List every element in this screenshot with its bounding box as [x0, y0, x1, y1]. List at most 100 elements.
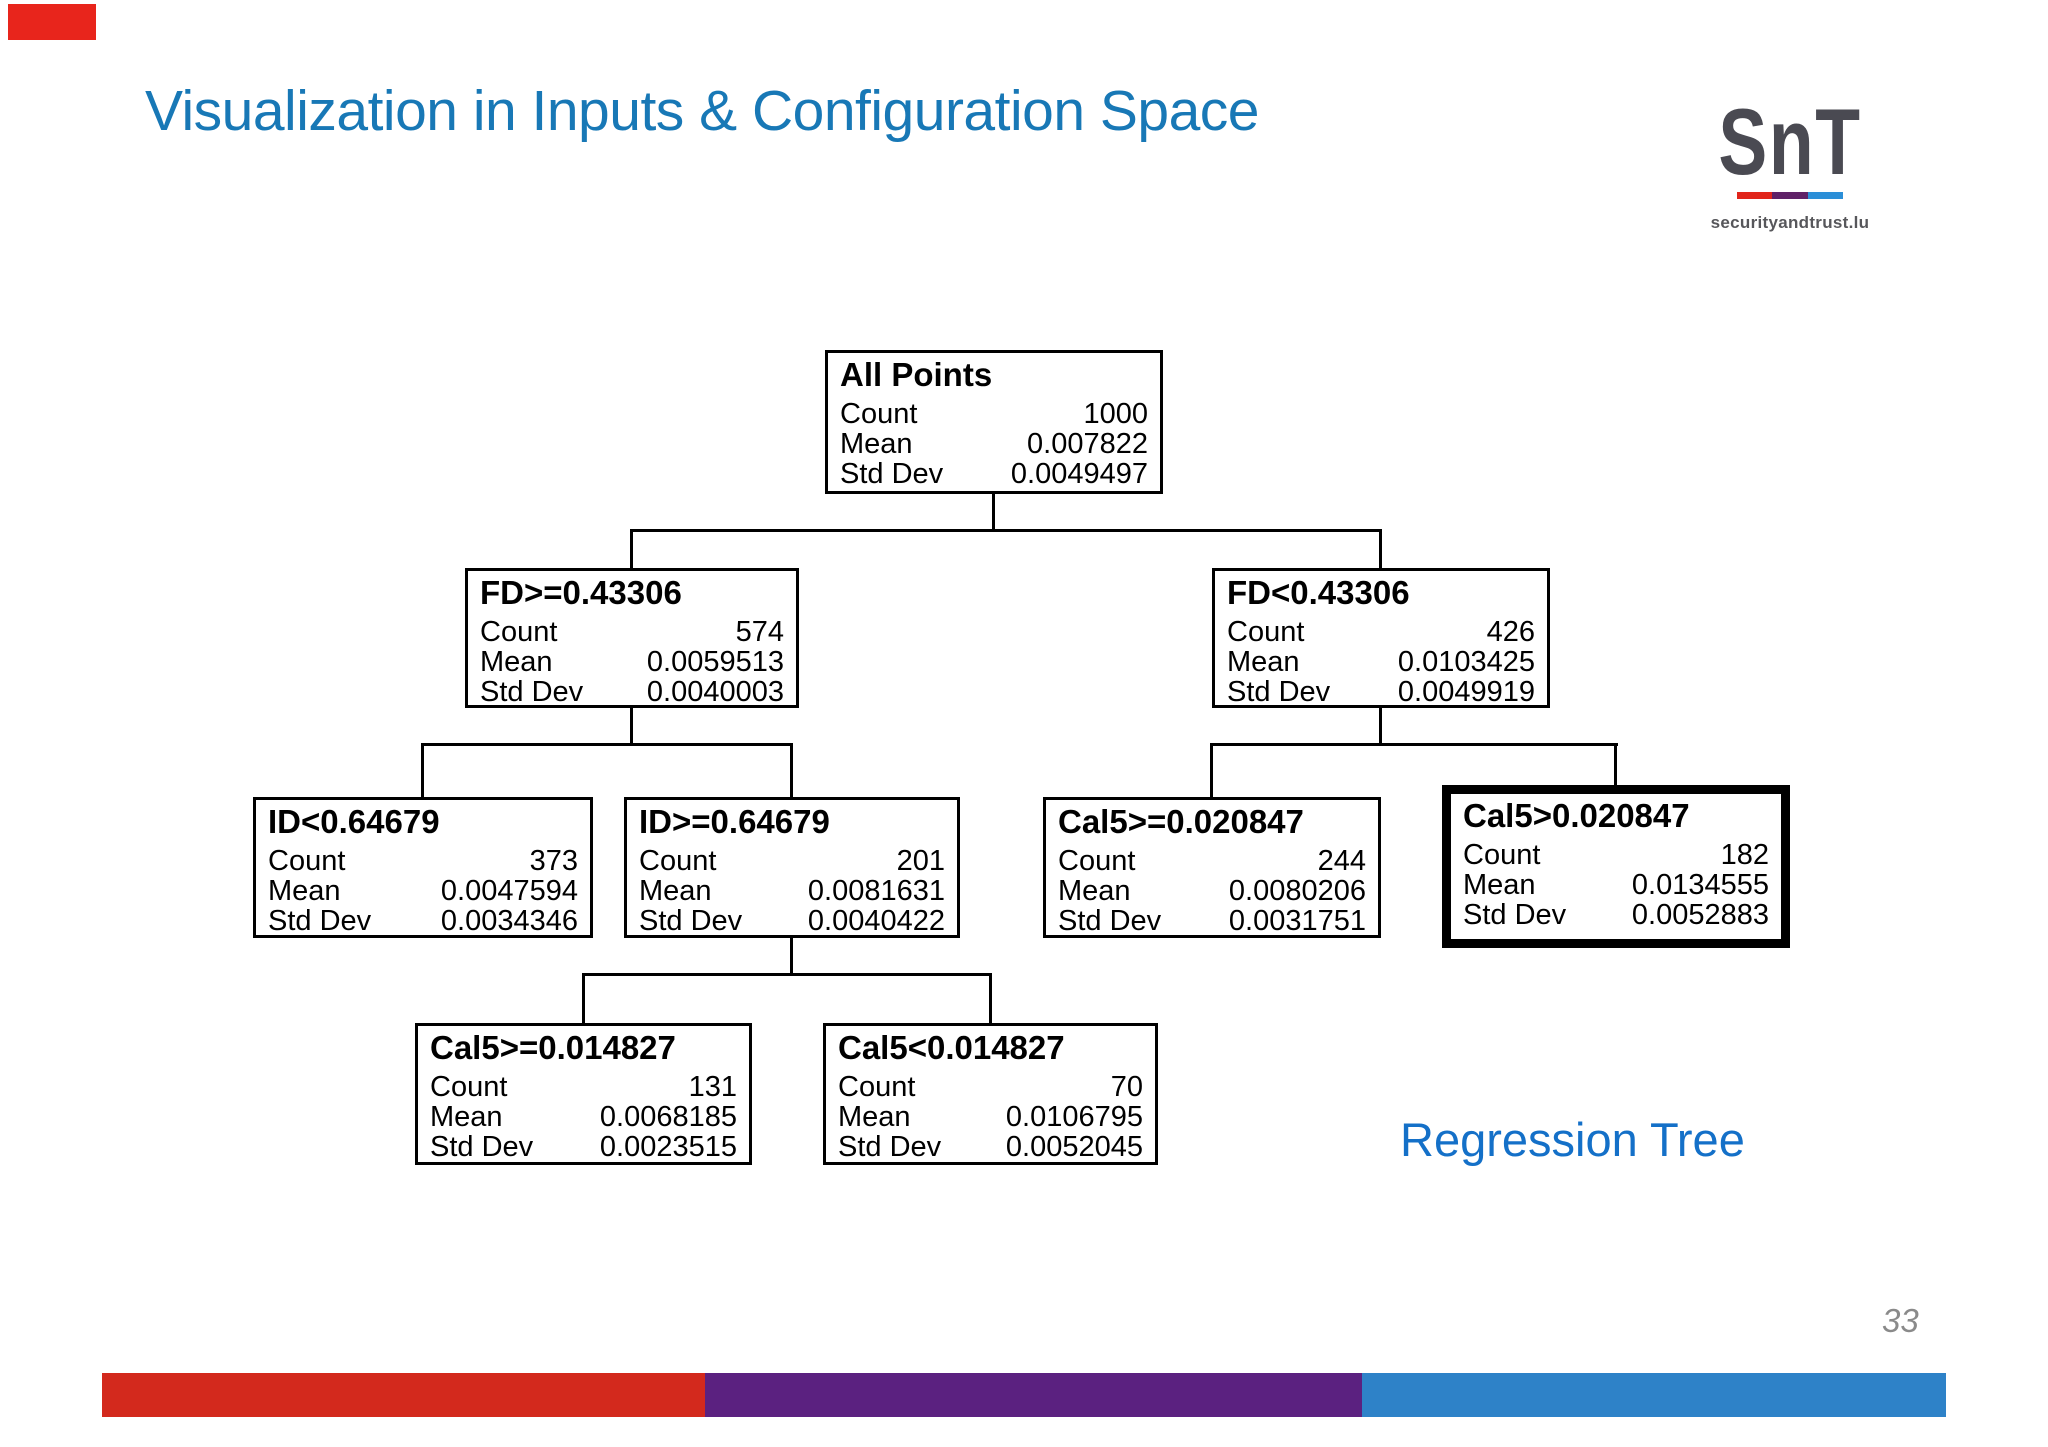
stat-value-count: 70 — [1110, 1071, 1143, 1103]
stat-value-stddev: 0.0023515 — [599, 1131, 737, 1163]
stat-label-count: Count — [268, 845, 346, 877]
connector-line — [630, 529, 633, 569]
tree-node-id-lt: ID<0.64679 Count 373 Mean 0.0047594 Std De… — [253, 797, 593, 938]
footer-red-segment — [102, 1373, 705, 1417]
page-number: 33 — [1882, 1302, 1919, 1339]
stat-value-mean: 0.0059513 — [646, 646, 784, 678]
connector-line — [1614, 743, 1617, 787]
stat-label-mean: Mean — [840, 428, 913, 460]
stat-value-stddev: 0.0052883 — [1631, 899, 1769, 931]
stat-label-mean: Mean — [639, 875, 712, 907]
connector-line — [421, 743, 424, 798]
footer-tricolor-bar — [102, 1373, 1946, 1417]
stat-label-mean: Mean — [1058, 875, 1131, 907]
stat-value-mean: 0.0106795 — [1005, 1101, 1143, 1133]
node-condition-label: Cal5>=0.014827 — [430, 1029, 676, 1066]
tree-node-cal5-ge-020847: Cal5>=0.020847 Count 244 Mean 0.0080206 St… — [1043, 797, 1381, 938]
connector-line — [992, 492, 995, 530]
tree-node-cal5-lt-014827: Cal5<0.014827 Count 70 Mean 0.0106795 Std … — [823, 1023, 1158, 1165]
stat-label-count: Count — [1227, 616, 1305, 648]
stat-value-stddev: 0.0052045 — [1005, 1131, 1143, 1163]
stat-label-mean: Mean — [1463, 869, 1536, 901]
stat-label-stddev: Std Dev — [268, 905, 372, 937]
stat-value-count: 1000 — [1083, 398, 1148, 430]
stat-value-mean: 0.007822 — [1027, 428, 1148, 460]
stat-value-stddev: 0.0040422 — [807, 905, 945, 937]
snt-logo-url: securityandtrust.lu — [1710, 213, 1870, 232]
connector-line — [421, 743, 793, 746]
node-condition-label: FD>=0.43306 — [480, 574, 682, 611]
snt-logo: SnT securityandtrust.lu — [1695, 89, 1885, 233]
stat-value-stddev: 0.0049919 — [1397, 676, 1535, 708]
stat-label-mean: Mean — [838, 1101, 911, 1133]
node-condition-label: Cal5>0.020847 — [1463, 797, 1690, 834]
stat-label-mean: Mean — [430, 1101, 503, 1133]
stat-label-count: Count — [838, 1071, 916, 1103]
stat-label-count: Count — [1058, 845, 1136, 877]
connector-line — [1210, 743, 1618, 746]
connector-line — [790, 937, 793, 975]
stat-label-count: Count — [840, 398, 918, 430]
node-condition-label: ID>=0.64679 — [639, 803, 830, 840]
stat-label-stddev: Std Dev — [1058, 905, 1162, 937]
stat-label-mean: Mean — [1227, 646, 1300, 678]
logo-bar-red-segment — [1737, 192, 1773, 199]
page-title: Visualization in Inputs & Configuration … — [145, 79, 1260, 143]
connector-line — [989, 973, 992, 1024]
stat-value-mean: 0.0134555 — [1631, 869, 1769, 901]
connector-line — [1210, 743, 1213, 798]
stat-label-stddev: Std Dev — [838, 1131, 942, 1163]
stat-value-count: 244 — [1317, 845, 1366, 877]
stat-value-count: 182 — [1720, 839, 1769, 871]
node-condition-label: ID<0.64679 — [268, 803, 440, 840]
stat-value-count: 373 — [529, 845, 578, 877]
stat-value-mean: 0.0103425 — [1397, 646, 1535, 678]
connector-line — [582, 973, 992, 976]
footer-blue-segment — [1362, 1373, 1946, 1417]
stat-label-count: Count — [639, 845, 717, 877]
node-condition-label: FD<0.43306 — [1227, 574, 1410, 611]
connector-line — [1379, 529, 1382, 569]
stat-value-count: 131 — [688, 1071, 737, 1103]
tree-node-fd-lt: FD<0.43306 Count 426 Mean 0.0103425 Std De… — [1212, 568, 1550, 708]
tree-node-cal5-ge-014827: Cal5>=0.014827 Count 131 Mean 0.0068185 St… — [415, 1023, 752, 1165]
stat-value-mean: 0.0068185 — [599, 1101, 737, 1133]
stat-label-stddev: Std Dev — [430, 1131, 534, 1163]
snt-logo-text: SnT — [1718, 89, 1862, 194]
stat-value-count: 426 — [1486, 616, 1535, 648]
stat-value-mean: 0.0080206 — [1228, 875, 1366, 907]
stat-value-stddev: 0.0031751 — [1228, 905, 1366, 937]
stat-value-count: 574 — [735, 616, 784, 648]
connector-line — [630, 529, 1382, 532]
stat-value-count: 201 — [896, 845, 945, 877]
stat-label-count: Count — [480, 616, 558, 648]
stat-value-stddev: 0.0049497 — [1010, 458, 1148, 490]
stat-label-count: Count — [430, 1071, 508, 1103]
footer-purple-segment — [705, 1373, 1362, 1417]
stat-label-count: Count — [1463, 839, 1541, 871]
stat-label-stddev: Std Dev — [1463, 899, 1567, 931]
stat-value-mean: 0.0047594 — [440, 875, 578, 907]
stat-label-mean: Mean — [268, 875, 341, 907]
logo-bar-blue-segment — [1807, 192, 1843, 199]
stat-label-stddev: Std Dev — [639, 905, 743, 937]
node-condition-label: Cal5>=0.020847 — [1058, 803, 1304, 840]
stat-label-stddev: Std Dev — [840, 458, 944, 490]
stat-label-mean: Mean — [480, 646, 553, 678]
tree-node-fd-ge: FD>=0.43306 Count 574 Mean 0.0059513 Std D… — [465, 568, 799, 708]
stat-value-mean: 0.0081631 — [807, 875, 945, 907]
stat-label-stddev: Std Dev — [1227, 676, 1331, 708]
logo-bar-purple-segment — [1772, 192, 1808, 199]
stat-value-stddev: 0.0040003 — [646, 676, 784, 708]
stat-label-stddev: Std Dev — [480, 676, 584, 708]
connector-line — [790, 743, 793, 798]
snt-logo-tricolor-bar — [1737, 192, 1843, 199]
connector-line — [1379, 707, 1382, 745]
connector-line — [630, 707, 633, 745]
stat-value-stddev: 0.0034346 — [440, 905, 578, 937]
tree-node-id-ge: ID>=0.64679 Count 201 Mean 0.0081631 Std D… — [624, 797, 960, 938]
regression-tree-caption: Regression Tree — [1400, 1113, 1745, 1166]
node-condition-label: Cal5<0.014827 — [838, 1029, 1065, 1066]
connector-line — [582, 973, 585, 1024]
